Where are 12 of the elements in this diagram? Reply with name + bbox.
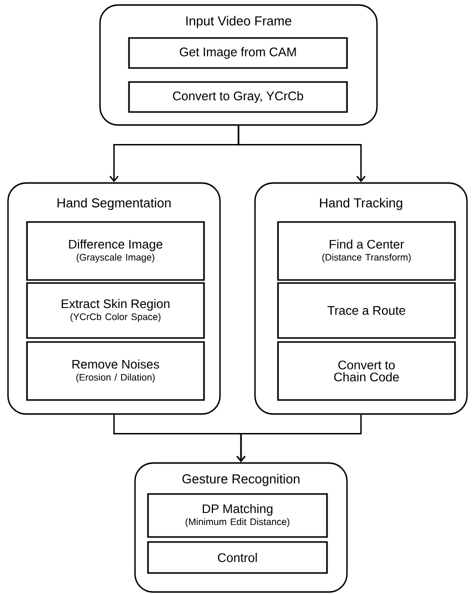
step-box: Control — [147, 541, 328, 574]
step-box: Find a Center (Distance Transform) — [277, 221, 456, 281]
step-box: Convert to Gray, YCrCb — [128, 81, 348, 113]
step-box: Difference Image (Grayscale Image) — [26, 221, 205, 281]
step-box: Trace a Route — [277, 282, 456, 339]
step-box: Remove Noises (Erosion / Dilation) — [26, 341, 205, 401]
step-box: Extract Skin Region (YCrCb Color Space) — [26, 282, 205, 339]
step-box: DP Matching (Minimum Edit Distance) — [147, 493, 328, 538]
step-box: Get Image from CAM — [128, 37, 348, 69]
arrow — [236, 414, 362, 462]
arrow — [238, 126, 366, 182]
step-box: Convert to Chain Code — [277, 341, 456, 401]
